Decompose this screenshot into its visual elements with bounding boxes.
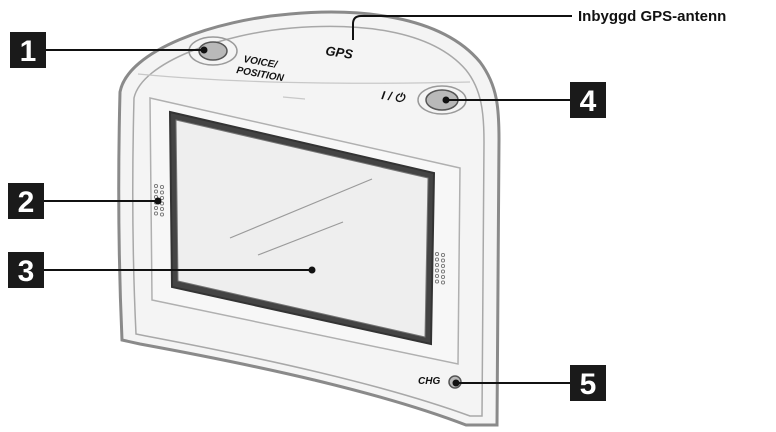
screen-reflection-2 bbox=[257, 221, 344, 256]
leader-dot-2 bbox=[154, 197, 162, 205]
speaker-hole bbox=[434, 262, 440, 268]
speaker-hole bbox=[434, 279, 440, 284]
device-top-band bbox=[137, 73, 471, 84]
speaker-hole bbox=[153, 205, 159, 211]
leader-dot-3 bbox=[308, 266, 316, 274]
speaker-hole bbox=[434, 251, 440, 257]
speaker-hole bbox=[159, 195, 165, 201]
leader-dot-5 bbox=[452, 379, 460, 387]
antenna-leader-line bbox=[352, 15, 572, 40]
callout-2: 2 bbox=[8, 183, 44, 219]
callout-box-3 bbox=[8, 252, 44, 288]
gps-marking: GPS bbox=[325, 43, 355, 62]
callout-5: 5 bbox=[570, 365, 606, 401]
callout-box-2 bbox=[8, 183, 44, 219]
leader-dot-4 bbox=[442, 96, 450, 104]
callout-box-4 bbox=[570, 82, 606, 118]
leader-dot-1 bbox=[200, 46, 208, 54]
callout-number-3: 3 bbox=[18, 255, 35, 288]
callout-number-5: 5 bbox=[580, 368, 597, 401]
speaker-hole bbox=[153, 189, 159, 194]
callout-4: 4 bbox=[570, 82, 606, 118]
screen-glass bbox=[175, 119, 429, 338]
callout-box-5 bbox=[570, 365, 606, 401]
speaker-hole bbox=[440, 280, 446, 285]
speaker-hole bbox=[440, 274, 446, 280]
speaker-hole bbox=[159, 212, 165, 217]
callout-number-2: 2 bbox=[18, 186, 35, 219]
callout-1: 1 bbox=[10, 32, 46, 68]
speaker-hole bbox=[153, 183, 159, 189]
speaker-hole bbox=[159, 206, 165, 212]
speaker-hole bbox=[440, 263, 446, 269]
speaker-hole bbox=[159, 190, 165, 195]
device-inner-shell bbox=[131, 25, 485, 417]
speaker-hole bbox=[440, 258, 446, 263]
speaker-hole bbox=[440, 269, 446, 274]
speaker-hole bbox=[440, 252, 446, 258]
callout-box-1 bbox=[10, 32, 46, 68]
antenna-label: Inbyggd GPS-antenn bbox=[578, 8, 726, 25]
speaker-hole bbox=[434, 273, 440, 279]
charge-label: CHG bbox=[418, 376, 440, 387]
power-symbol: I / ⏻ bbox=[381, 88, 407, 105]
antenna-leader bbox=[352, 15, 572, 40]
callout-3: 3 bbox=[8, 252, 44, 288]
speaker-hole bbox=[153, 211, 159, 216]
touch-screen[interactable] bbox=[168, 110, 436, 346]
speaker-hole bbox=[434, 257, 440, 262]
speaker-hole bbox=[159, 184, 165, 190]
callout-leaders bbox=[44, 46, 570, 387]
callout-number-4: 4 bbox=[580, 85, 597, 118]
callout-number-1: 1 bbox=[20, 35, 37, 68]
screen-reflection-1 bbox=[229, 178, 373, 239]
speaker-grille-right bbox=[434, 251, 446, 285]
speaker-hole bbox=[434, 268, 440, 273]
device-top-seam bbox=[282, 96, 306, 100]
